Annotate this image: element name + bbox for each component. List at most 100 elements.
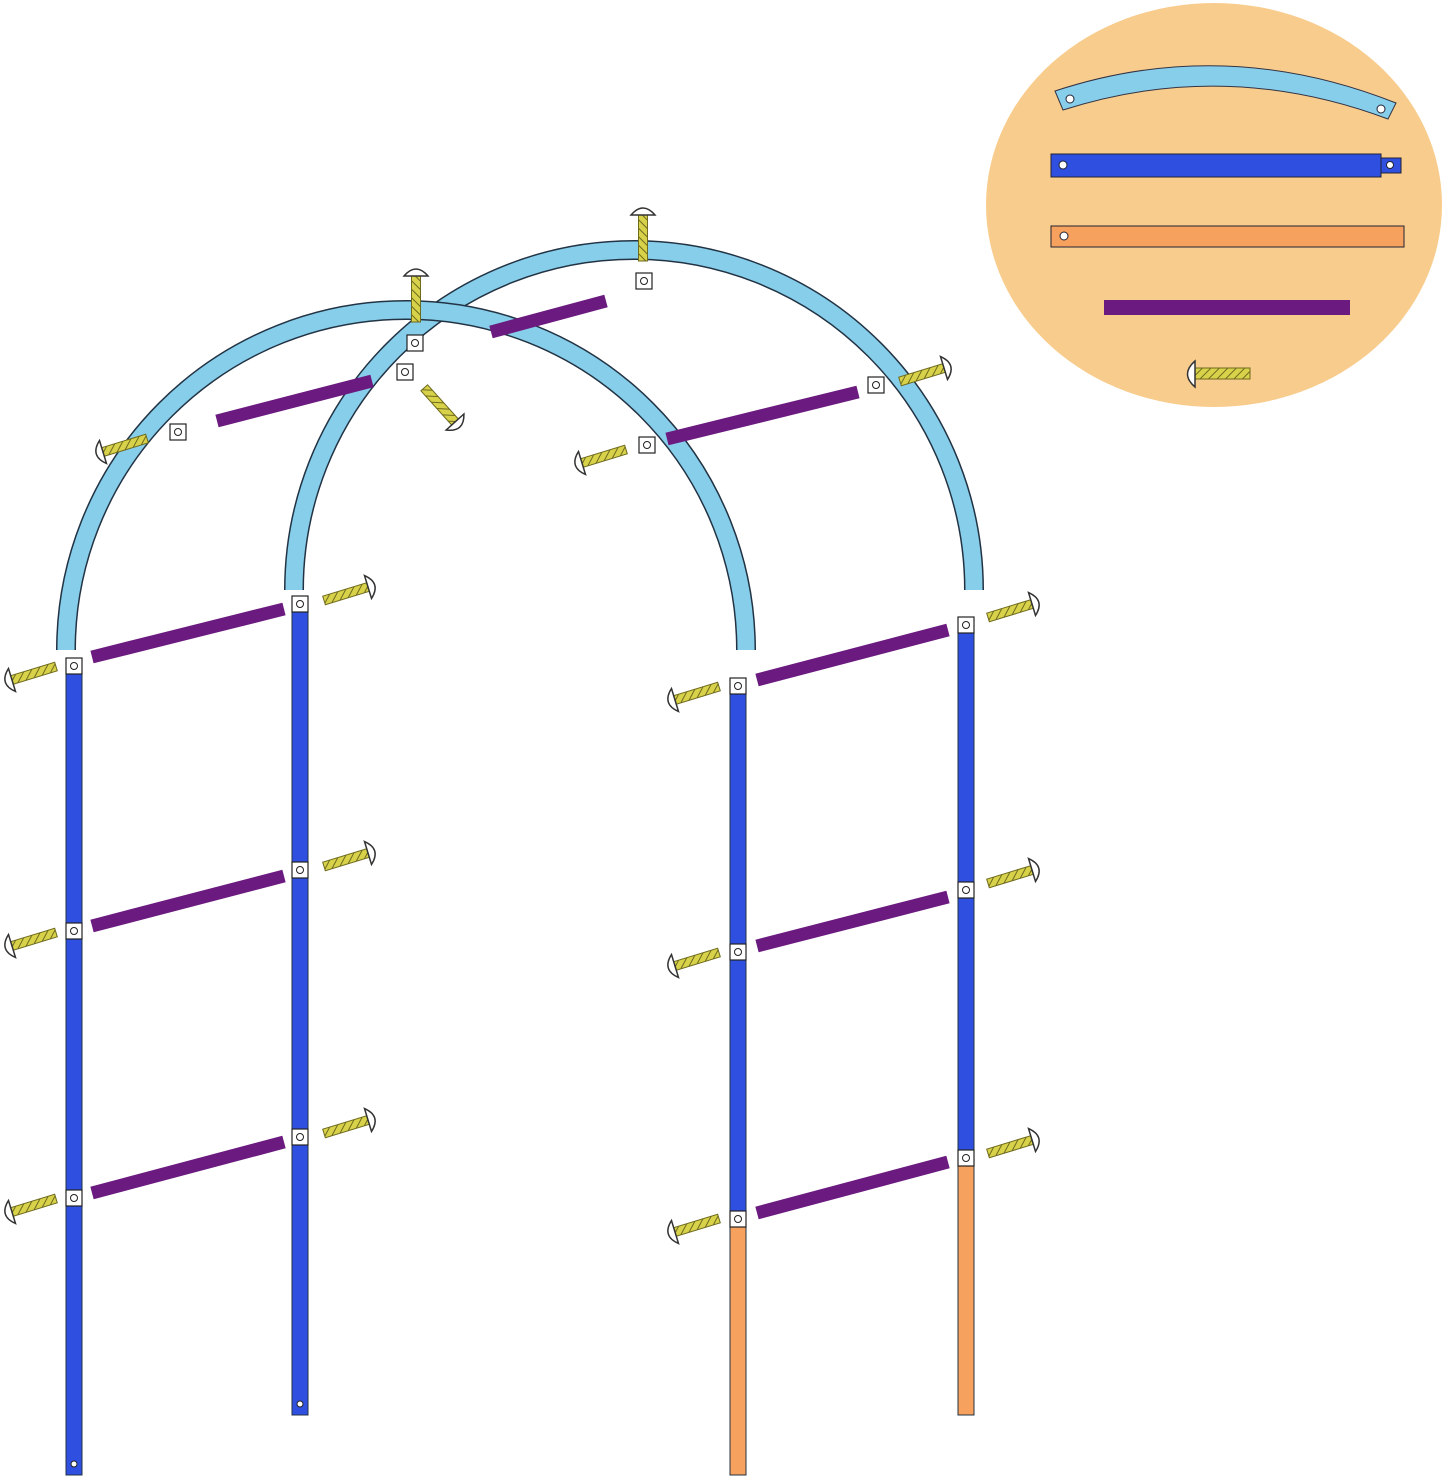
legend-crossbar	[1104, 300, 1350, 315]
bracket-1	[65, 657, 83, 675]
front-arch-tube-outline	[56, 300, 756, 651]
arch-assembly	[4, 207, 1040, 1476]
bolt-17-head	[629, 207, 657, 216]
bolt-15-head	[939, 355, 952, 382]
bolt-4	[322, 574, 376, 606]
bracket-4-hole	[296, 600, 304, 608]
bolt-18-thread	[420, 384, 460, 426]
legend-upright-hole-right	[1386, 161, 1394, 169]
legend-upright-hole-left	[1058, 160, 1068, 170]
bracket-3-hole	[70, 1194, 78, 1202]
bolt-6	[322, 1107, 376, 1139]
bolt-5-thread	[322, 848, 370, 872]
crossbar-arch-top	[489, 294, 608, 339]
bolt-2-head	[4, 932, 17, 959]
bolt-14	[574, 444, 628, 476]
bolt-10	[986, 591, 1040, 623]
back-right-base	[957, 1164, 975, 1416]
bracket-10-hole	[962, 621, 970, 629]
bolt-12	[986, 1127, 1040, 1159]
bolt-6-thread	[322, 1115, 370, 1139]
bolt-12-head	[1027, 1127, 1040, 1154]
bracket-9	[729, 1210, 747, 1228]
crossbar-arch-right	[665, 385, 860, 446]
bolt-2	[4, 927, 58, 959]
back-left-bottom-hole	[296, 1400, 304, 1408]
bracket-18	[867, 376, 885, 394]
bracket-14	[406, 334, 424, 352]
bolt-15	[898, 355, 952, 387]
bolt-7-thread	[673, 681, 721, 705]
bolt-10-thread	[986, 599, 1034, 623]
bracket-12-hole	[962, 1154, 970, 1162]
bolt-8	[667, 947, 721, 979]
bracket-11-hole	[962, 886, 970, 894]
legend-arch-hole-right	[1376, 104, 1386, 114]
bolt-7-head	[667, 686, 680, 713]
bolt-16-head	[402, 268, 430, 277]
bolt-8-head	[667, 952, 680, 979]
bolt-9-head	[667, 1218, 680, 1245]
legend-base-hole	[1059, 231, 1069, 241]
bracket-4	[291, 595, 309, 613]
bracket-14-hole	[411, 339, 419, 347]
legend-upright-tube	[1050, 153, 1382, 178]
front-left-bottom-hole	[70, 1460, 78, 1468]
bolt-9-thread	[673, 1213, 721, 1237]
bolt-3	[4, 1193, 58, 1225]
bolt-2-thread	[10, 927, 58, 951]
bracket-2	[65, 922, 83, 940]
bolt-11-thread	[986, 865, 1034, 889]
bolt-16	[402, 268, 430, 323]
parts-legend	[986, 3, 1442, 407]
bolt-6-head	[363, 1107, 376, 1134]
bracket-12	[957, 1149, 975, 1167]
bracket-16-hole	[640, 277, 648, 285]
bracket-2-hole	[70, 927, 78, 935]
bolt-10-head	[1027, 591, 1040, 618]
bracket-9-hole	[734, 1215, 742, 1223]
back-left-upright	[291, 601, 309, 1416]
bolt-18	[420, 384, 465, 432]
bracket-5-hole	[296, 866, 304, 874]
bolt-8-thread	[673, 947, 721, 971]
bracket-13-hole	[174, 428, 182, 436]
bracket-10	[957, 616, 975, 634]
bolt-14-head	[574, 449, 587, 476]
bolt-12-thread	[986, 1135, 1034, 1159]
bracket-16	[635, 272, 653, 290]
bracket-15-hole	[401, 368, 409, 376]
bracket-7	[729, 677, 747, 695]
bolt-4-head	[363, 574, 376, 601]
bolt-13-head	[95, 438, 108, 465]
front-right-base	[729, 1224, 747, 1476]
bolt-17	[629, 207, 657, 262]
bracket-15	[396, 363, 414, 381]
legend-arch-tube	[1054, 65, 1397, 120]
bolt-5-head	[363, 840, 376, 867]
bracket-6-hole	[296, 1133, 304, 1141]
crossbar-arch-left	[215, 374, 374, 428]
bolt-18-head	[444, 412, 465, 432]
bracket-3	[65, 1189, 83, 1207]
legend-base-tube	[1050, 225, 1405, 248]
bolt-3-head	[4, 1198, 17, 1225]
bolt-16-thread	[411, 275, 421, 323]
bracket-8	[729, 943, 747, 961]
bracket-5	[291, 861, 309, 879]
bracket-17-hole	[643, 441, 651, 449]
bracket-7-hole	[734, 682, 742, 690]
crossbar-right-1	[755, 623, 950, 687]
crossbar-left-3	[90, 1135, 286, 1200]
crossbar-left-2	[90, 869, 286, 933]
bolt-9	[667, 1213, 721, 1245]
bracket-13	[169, 423, 187, 441]
back-arch-tube	[285, 241, 983, 591]
legend-circle	[986, 3, 1442, 407]
bolt-17-thread	[638, 214, 648, 262]
bolt-5	[322, 840, 376, 872]
bolt-15-thread	[898, 363, 946, 387]
bolt-4-thread	[322, 582, 370, 606]
front-arch-tube	[57, 301, 755, 651]
bracket-8-hole	[734, 948, 742, 956]
